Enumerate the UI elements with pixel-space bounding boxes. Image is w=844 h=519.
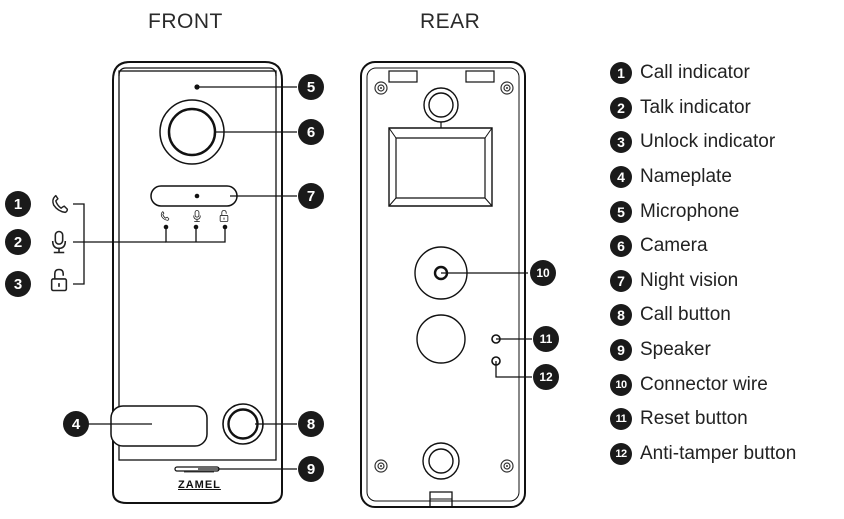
front-title: FRONT [148, 10, 223, 33]
callout-5: 5 [298, 74, 324, 100]
legend-number-badge: 5 [610, 200, 632, 223]
legend-item: 9 Speaker [610, 333, 844, 368]
legend-item: 7 Night vision [610, 264, 844, 299]
legend-item: 6 Camera [610, 229, 844, 264]
indicator-callouts [50, 194, 85, 292]
callout-10: 10 [530, 260, 556, 286]
microphone-hole [194, 84, 200, 90]
legend-number-badge: 8 [610, 304, 632, 327]
legend-label: Call button [640, 304, 731, 326]
rear-view [360, 61, 526, 508]
callout-7: 7 [298, 183, 324, 209]
legend-number-badge: 12 [610, 442, 632, 465]
callout-6: 6 [298, 119, 324, 145]
phone-icon [52, 194, 69, 214]
legend-number-badge: 6 [610, 235, 632, 258]
legend-item: 12 Anti-tamper button [610, 437, 844, 472]
callout-11: 11 [533, 326, 559, 352]
legend: 1 Call indicator 2 Talk indicator 3 Unlock in… [610, 56, 844, 471]
leader-lines [86, 86, 532, 470]
legend-number-badge: 7 [610, 269, 632, 292]
legend-label: Camera [640, 235, 708, 257]
legend-item: 3 Unlock indicator [610, 125, 844, 160]
legend-number-badge: 2 [610, 96, 632, 119]
legend-label: Microphone [640, 200, 740, 222]
legend-item: 10 Connector wire [610, 367, 844, 402]
brand-logo: ZAMEL [178, 479, 221, 491]
legend-label: Speaker [640, 339, 711, 361]
indicator-group [73, 210, 229, 243]
legend-number-badge: 11 [610, 408, 632, 431]
front-view [73, 61, 283, 504]
camera-lens [167, 107, 217, 157]
legend-item: 2 Talk indicator [610, 91, 844, 126]
padlock-open-icon [50, 268, 68, 292]
night-vision-window [150, 185, 238, 207]
legend-label: Night vision [640, 269, 739, 291]
legend-label: Anti-tamper button [640, 442, 797, 464]
front-housing [112, 61, 283, 504]
rear-title: REAR [420, 10, 481, 33]
legend-label: Unlock indicator [640, 131, 776, 153]
callout-4: 4 [63, 411, 89, 437]
legend-label: Nameplate [640, 166, 732, 188]
legend-number-badge: 4 [610, 166, 632, 189]
legend-number-badge: 9 [610, 339, 632, 362]
legend-label: Reset button [640, 408, 748, 430]
legend-item: 11 Reset button [610, 402, 844, 437]
legend-item: 5 Microphone [610, 194, 844, 229]
legend-label: Talk indicator [640, 96, 751, 118]
front-panel [118, 70, 277, 461]
callout-3: 3 [5, 271, 31, 297]
callout-12: 12 [533, 364, 559, 390]
legend-item: 1 Call indicator [610, 56, 844, 91]
legend-number-badge: 1 [610, 62, 632, 85]
microphone-icon [51, 230, 67, 254]
legend-label: Connector wire [640, 373, 768, 395]
legend-number-badge: 3 [610, 131, 632, 154]
callout-1: 1 [5, 191, 31, 217]
callout-2: 2 [5, 229, 31, 255]
legend-item: 4 Nameplate [610, 160, 844, 195]
legend-item: 8 Call button [610, 298, 844, 333]
nameplate [110, 405, 208, 447]
legend-number-badge: 10 [610, 373, 632, 396]
callout-8: 8 [298, 411, 324, 437]
callout-9: 9 [298, 456, 324, 482]
legend-label: Call indicator [640, 62, 750, 84]
